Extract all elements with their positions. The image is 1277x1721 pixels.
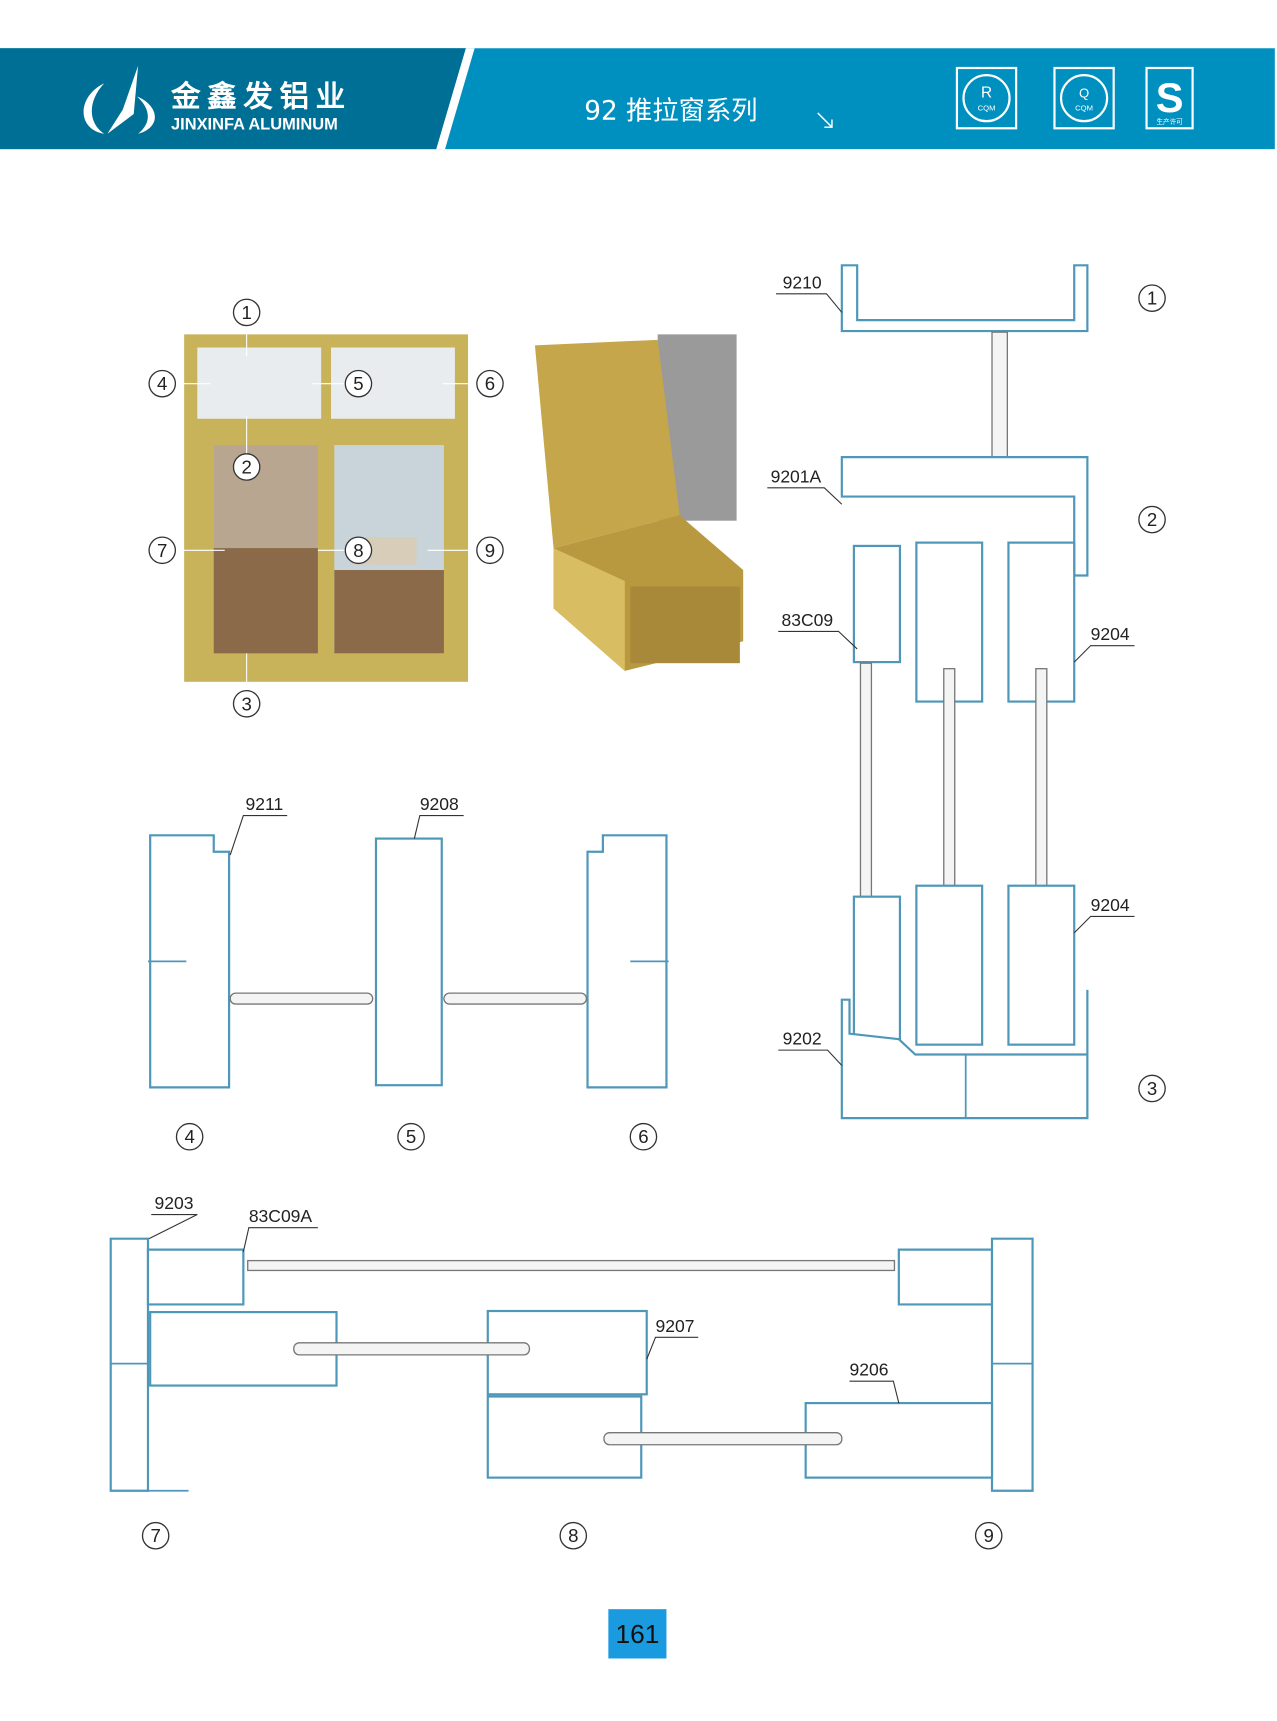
svg-text:7: 7: [150, 1525, 160, 1546]
label-83C09A: 83C09A: [249, 1206, 313, 1226]
svg-text:3: 3: [1147, 1078, 1157, 1099]
horizontal-section-drawing: [109, 1237, 1034, 1492]
page-number-box: 161: [608, 1609, 667, 1659]
label-9202: 9202: [783, 1029, 822, 1049]
right-section-callouts: 1 2 3: [1138, 284, 1166, 1103]
svg-text:Q: Q: [1079, 86, 1089, 101]
svg-text:3: 3: [241, 693, 251, 714]
label-9211: 9211: [246, 794, 284, 814]
svg-text:生产许可: 生产许可: [1156, 117, 1183, 126]
bottom-section-callouts: 7 8 9: [141, 1521, 1003, 1550]
arrow-down-right-icon: [817, 112, 833, 128]
svg-text:2: 2: [1147, 509, 1157, 530]
transom-section-drawing: [147, 834, 669, 1089]
svg-text:9: 9: [485, 540, 495, 561]
svg-text:6: 6: [485, 373, 495, 394]
svg-text:4: 4: [157, 373, 167, 394]
header-banner: 金鑫发铝业 JINXINFA ALUMINUM 92 推拉窗系列 R CQM Q…: [0, 48, 1275, 150]
svg-text:CQM: CQM: [1075, 104, 1093, 113]
middle-section-callouts: 4 5 6: [175, 1122, 658, 1151]
label-9204-lower: 9204: [1091, 895, 1130, 915]
svg-text:R: R: [981, 85, 992, 102]
label-9207: 9207: [655, 1316, 694, 1336]
svg-text:1: 1: [1147, 288, 1157, 309]
svg-text:9: 9: [984, 1525, 994, 1546]
label-9204-upper: 9204: [1091, 624, 1130, 644]
production-license-badge-icon: S 生产许可: [1145, 66, 1194, 130]
series-title: 92 推拉窗系列: [584, 97, 757, 127]
part-labels: 9210 9201A 83C09 9204 9204 9202 9211 920…: [148, 272, 1135, 1404]
svg-text:8: 8: [568, 1525, 578, 1546]
svg-text:4: 4: [184, 1126, 194, 1147]
company-logo: [83, 65, 155, 134]
profile-corner-photo: [534, 334, 744, 671]
brand-name-en: JINXINFA ALUMINUM: [171, 115, 338, 133]
svg-text:6: 6: [638, 1126, 648, 1147]
label-9210: 9210: [783, 272, 822, 292]
svg-text:7: 7: [157, 540, 167, 561]
label-9208: 9208: [420, 794, 459, 814]
page-number: 161: [615, 1619, 659, 1649]
svg-text:8: 8: [353, 540, 363, 561]
label-9203: 9203: [155, 1193, 194, 1213]
svg-text:2: 2: [241, 456, 251, 477]
cqm-q-badge-icon: Q CQM: [1053, 66, 1115, 130]
svg-text:5: 5: [406, 1126, 416, 1147]
cqm-r-badge-icon: R CQM: [955, 66, 1018, 130]
svg-text:S: S: [1156, 74, 1184, 121]
label-9206: 9206: [850, 1360, 889, 1380]
label-9201A: 9201A: [771, 466, 822, 486]
window-callouts: 1 2 3 4 5 6 7 8 9: [148, 298, 504, 718]
label-83C09: 83C09: [782, 610, 834, 630]
svg-text:5: 5: [353, 373, 363, 394]
svg-text:CQM: CQM: [978, 104, 996, 113]
window-photo: [175, 325, 477, 691]
brand-name-cn: 金鑫发铝业: [170, 79, 352, 113]
vertical-section-drawing: [840, 264, 1089, 1120]
svg-text:1: 1: [241, 302, 251, 323]
